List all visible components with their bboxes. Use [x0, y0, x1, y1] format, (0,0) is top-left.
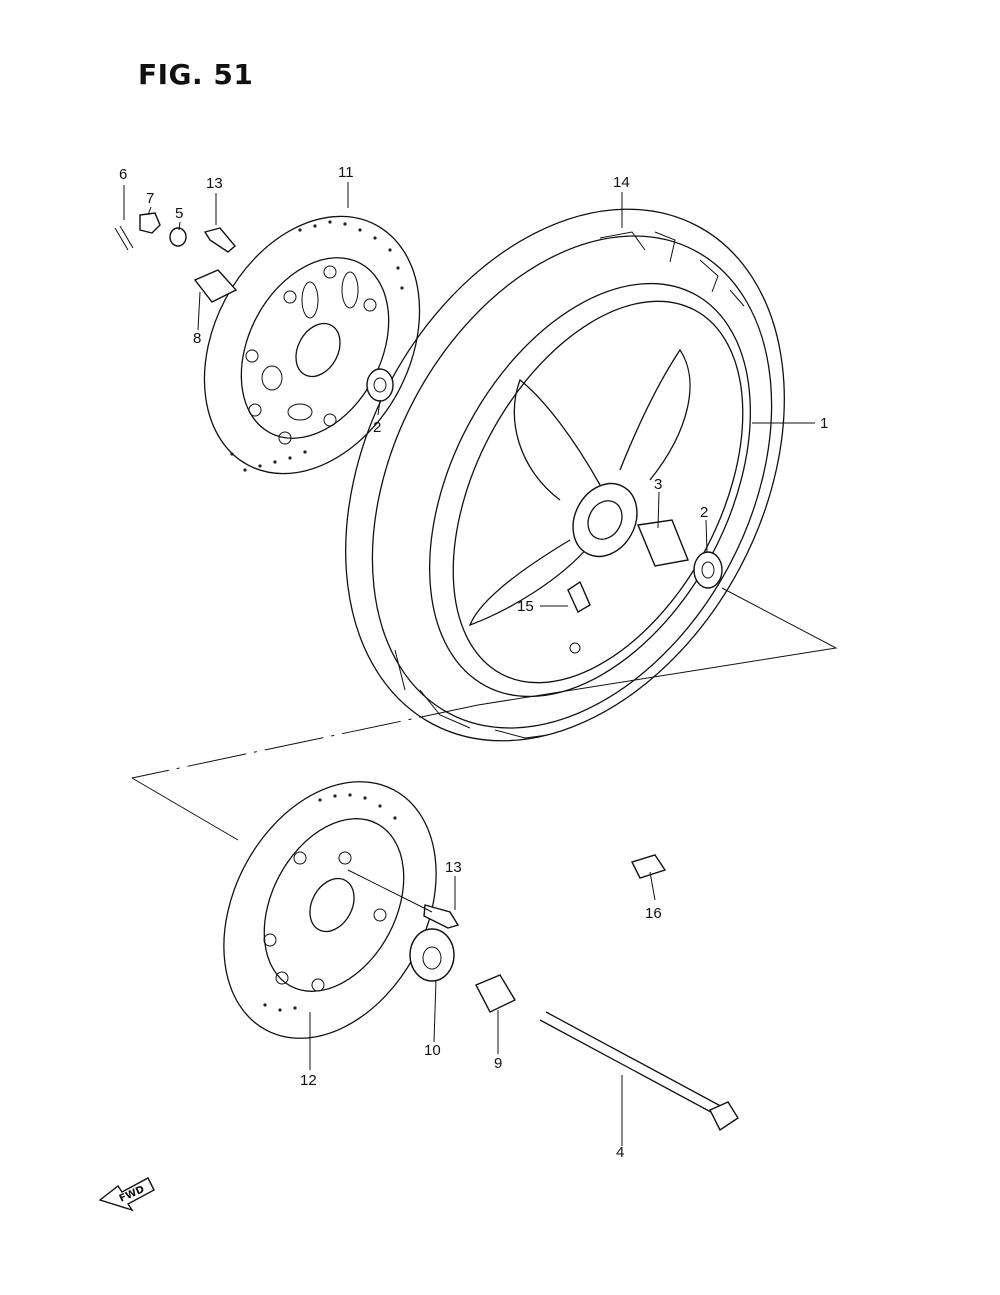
figure-title: FIG. 51: [138, 58, 254, 91]
callout-3: 3: [654, 476, 662, 493]
callout-9: 9: [494, 1055, 502, 1072]
fwd-arrow: FWD: [98, 1177, 155, 1212]
callout-5: 5: [175, 205, 183, 222]
callout-14: 14: [613, 174, 630, 191]
callout-16: 16: [645, 905, 662, 922]
callout-8: 8: [193, 330, 201, 347]
small-parts: [114, 212, 739, 1132]
callout-13-upper: 13: [206, 175, 223, 192]
brake-disc-upper: [203, 215, 421, 475]
callout-6: 6: [119, 166, 127, 183]
callout-15: 15: [517, 598, 534, 615]
callout-7: 7: [146, 190, 154, 207]
callout-labels: 1 2 2 3 4 5 6 7 8 9 10 11 12 13 13 14 15…: [119, 164, 828, 1161]
callout-10: 10: [424, 1042, 441, 1059]
wheel-assembly: [345, 208, 785, 742]
callout-2-upper: 2: [373, 419, 381, 436]
callout-2-right: 2: [700, 504, 708, 521]
callout-4: 4: [616, 1144, 624, 1161]
callout-13-lower: 13: [445, 859, 462, 876]
callout-11: 11: [338, 164, 354, 181]
callout-12: 12: [300, 1072, 317, 1089]
leader-lines: [123, 182, 815, 1146]
assembly-plane-lines: [131, 587, 838, 841]
callout-1: 1: [820, 415, 828, 432]
brake-disc-lower: [223, 781, 437, 1039]
